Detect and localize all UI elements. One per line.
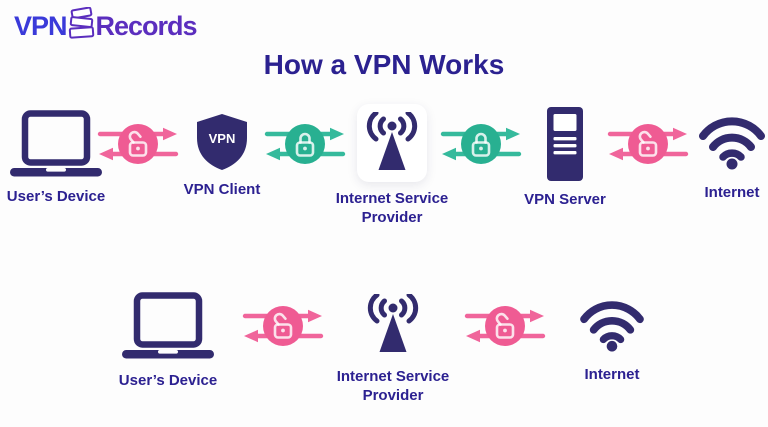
laptop-icon: [122, 292, 214, 359]
node-label: User’s Device: [118, 372, 218, 389]
node-label: Internet Service Provider: [335, 190, 449, 226]
wifi-icon: [699, 117, 765, 170]
wifi-icon: [580, 301, 644, 352]
isp-card: [357, 104, 427, 182]
antenna-icon: [366, 112, 418, 170]
node-vpn-server: VPN Server: [509, 107, 621, 210]
page-title: How a VPN Works: [263, 49, 505, 80]
node-label: VPN Server: [524, 191, 606, 208]
node-isp-bottom: Internet Service Provider: [331, 294, 455, 406]
node-vpn-client: VPN VPN Client: [166, 113, 278, 200]
lock-open-connector-icon: [464, 306, 546, 346]
lock-open-connector-icon: [97, 124, 179, 164]
node-label: VPN Client: [183, 181, 261, 198]
lock-closed-connector-icon: [264, 124, 346, 164]
node-label: Internet: [584, 366, 640, 383]
lock-closed-connector-icon: [440, 124, 522, 164]
node-internet-bottom: Internet: [556, 298, 668, 385]
lock-open-connector-icon: [242, 306, 324, 346]
vpn-shield-icon: VPN: [197, 114, 247, 170]
node-isp-top: Internet Service Provider: [330, 104, 454, 228]
node-users-device-bottom: User’s Device: [112, 292, 224, 391]
antenna-icon: [367, 294, 419, 352]
node-users-device-top: User’s Device: [0, 110, 112, 207]
logo-text-vpn: VPN: [14, 10, 68, 41]
node-label: User’s Device: [6, 188, 106, 205]
shield-text: VPN: [209, 131, 236, 146]
lock-open-connector-icon: [607, 124, 689, 164]
book-stack-icon: [68, 6, 95, 45]
node-label: Internet Service Provider: [336, 368, 450, 404]
logo: VPN Records: [14, 6, 198, 45]
server-icon: [547, 107, 583, 181]
laptop-icon: [10, 110, 102, 177]
node-label: Internet: [704, 184, 760, 201]
logo-text-records: Records: [95, 10, 198, 41]
node-internet-top: Internet: [676, 114, 768, 203]
